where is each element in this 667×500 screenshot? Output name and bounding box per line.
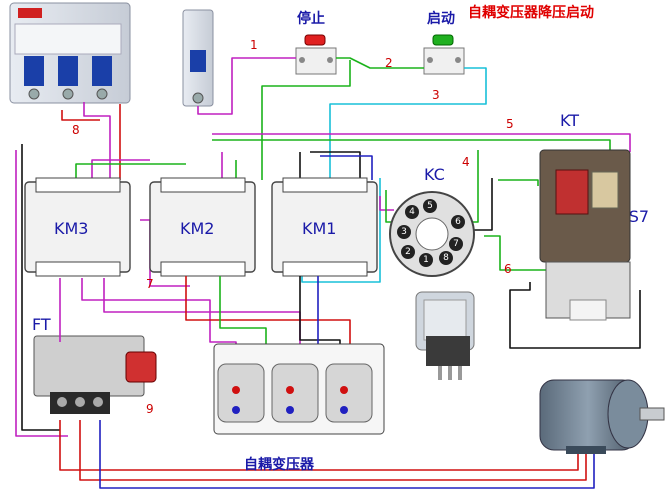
kt-label: KT xyxy=(560,111,579,130)
contactor-km3: KM3 xyxy=(24,177,131,277)
diagram-title: 自耦变压器降压启动 xyxy=(468,4,594,21)
wire-number-4: 4 xyxy=(462,155,470,169)
kc-pin-5: 5 xyxy=(427,201,433,211)
wire-number-5: 5 xyxy=(506,117,514,131)
km2-label: KM2 xyxy=(180,219,214,238)
kc-pin-4: 4 xyxy=(409,207,415,217)
ft-label: FT xyxy=(32,315,51,334)
relay-socket-kc: 4 5 3 6 2 7 1 8 xyxy=(389,191,475,277)
kc-pin-3: 3 xyxy=(401,227,407,237)
start-button[interactable] xyxy=(423,34,465,75)
km3-label: KM3 xyxy=(54,219,88,238)
wire-number-9: 9 xyxy=(146,402,154,416)
thermal-relay-ft xyxy=(33,335,157,414)
kc-pin-7: 7 xyxy=(453,239,459,249)
main-circuit-breaker xyxy=(9,2,131,104)
time-relay-js7 xyxy=(539,149,631,321)
kc-label: KC xyxy=(424,165,445,184)
contactor-km1: KM1 xyxy=(271,177,378,277)
wire-number-8: 8 xyxy=(72,123,80,137)
kc-pin-6: 6 xyxy=(455,217,461,227)
autotransformer-label: 自耦变压器 xyxy=(244,456,315,473)
km1-label: KM1 xyxy=(302,219,336,238)
wire-number-labels: 1 2 3 4 5 6 7 8 9 xyxy=(72,38,514,416)
control-wires xyxy=(15,57,641,437)
wire-number-7: 7 xyxy=(146,277,154,291)
intermediate-relay xyxy=(415,291,475,380)
kc-pin-1: 1 xyxy=(423,255,429,265)
motor xyxy=(539,379,665,454)
kc-pin-2: 2 xyxy=(405,247,411,257)
wire-number-6: 6 xyxy=(504,262,512,276)
start-button-label: 启动 xyxy=(427,10,455,27)
control-circuit-breaker xyxy=(182,9,214,107)
wire-number-2: 2 xyxy=(385,56,393,70)
wire-number-3: 3 xyxy=(432,88,440,102)
stop-button-label: 停止 xyxy=(297,10,325,27)
kc-pin-8: 8 xyxy=(443,253,449,263)
stop-button[interactable] xyxy=(295,34,337,75)
contactor-km2: KM2 xyxy=(149,177,256,277)
wire-number-1: 1 xyxy=(250,38,258,52)
autotransformer xyxy=(213,343,385,435)
